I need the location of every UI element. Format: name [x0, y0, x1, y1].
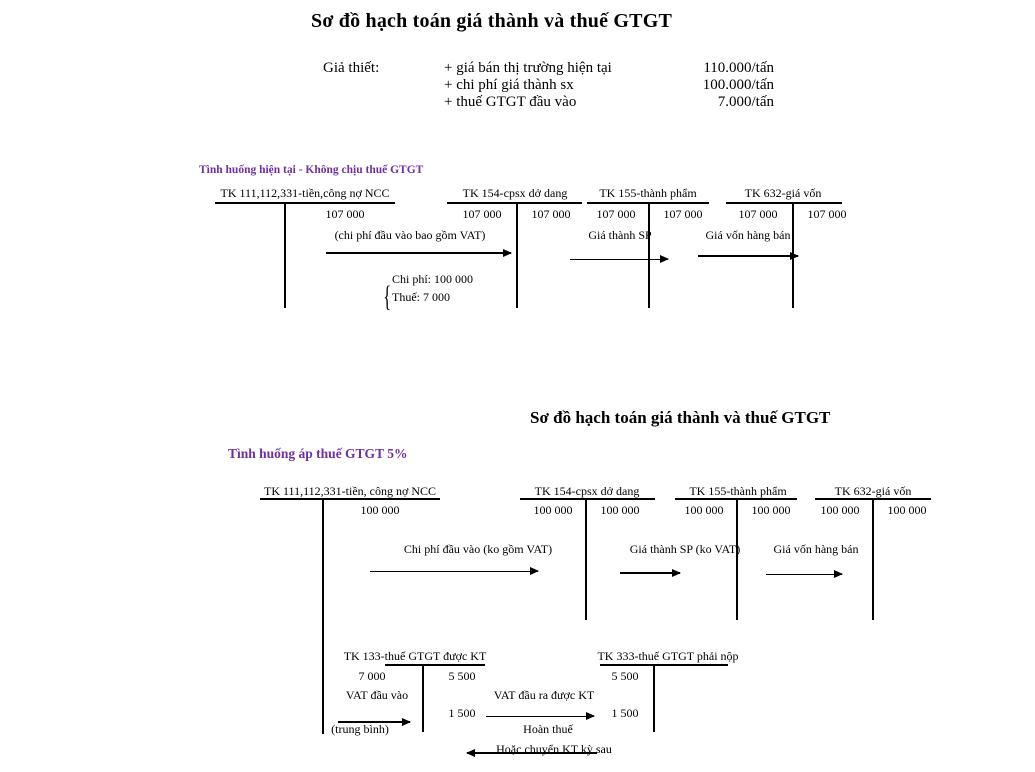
diagram2-tk133-note: (trung bình) [331, 722, 389, 736]
assumption-desc: + giá bán thị trường hiện tại [444, 60, 612, 76]
page-title-1: Sơ đồ hạch toán giá thành và thuế GTGT [311, 10, 672, 32]
diagram2-scenario-title: Tình huống áp thuế GTGT 5% [228, 446, 408, 461]
diagram1-account-label-tk154: TK 154-cpsx dở dang [462, 186, 568, 200]
assumption-amount: 110.000/tấn [703, 60, 774, 76]
diagram1-tk111-bar [215, 202, 395, 204]
diagram2-tk111-bar [260, 498, 440, 500]
diagram1-flow-caption-1: (chi phí đầu vào bao gồm VAT) [334, 228, 486, 242]
diagram2-account-label-tk154: TK 154-cpsx dở dang [534, 484, 640, 498]
diagram2-tk133-credit-top: 5 500 [448, 669, 476, 683]
diagram1-scenario-title: Tình huống hiện tại - Không chịu thuế GT… [199, 164, 424, 176]
diagram2-tk155-debit: 100 000 [684, 503, 724, 517]
diagram1-tk632-credit: 107 000 [807, 207, 847, 221]
diagram1-tk154-debit: 107 000 [462, 207, 502, 221]
diagram2-tk111-stem [322, 498, 324, 734]
diagram2-tk154-stem [585, 498, 587, 620]
diagram1-breakdown-tax: Thuế: 7 000 [392, 290, 450, 304]
diagram2-tk111-credit: 100 000 [360, 503, 400, 517]
diagram1-tk154-credit: 107 000 [531, 207, 571, 221]
diagram2-refund-arrow [467, 752, 597, 754]
diagram2-tk333-stem [653, 664, 655, 732]
diagram1-tk154-stem [516, 202, 518, 308]
diagram1-tk632-debit: 107 000 [738, 207, 778, 221]
diagram2-flow-arrow-2 [620, 572, 680, 574]
diagram1-breakdown-cost: Chi phí: 100 000 [392, 272, 474, 286]
diagram2-account-label-tk133: TK 133-thuế GTGT được KT [343, 649, 487, 663]
diagram2-account-label-tk333: TK 333-thuế GTGT phải nộp [597, 649, 739, 663]
assumption-row: + chi phí giá thành sx 100.000/tấn [444, 77, 774, 94]
diagram2-account-label-tk111: TK 111,112,331-tiền, công nợ NCC [264, 484, 436, 498]
assumption-desc: + chi phí giá thành sx [444, 77, 574, 93]
diagram2-flow-arrow-1 [370, 570, 538, 572]
diagram2-transfer-arrow [486, 715, 594, 717]
diagram2-tk133-credit-bottom: 1 500 [448, 706, 476, 720]
diagram1-account-label-tk111: TK 111,112,331-tiền,công nợ NCC [220, 186, 390, 200]
diagram2-tk333-debit-bottom: 1 500 [611, 706, 639, 720]
assumptions-rows: + giá bán thị trường hiện tại 110.000/tấ… [444, 60, 774, 111]
diagram1-flow-caption-2: Giá thành SP [588, 228, 652, 242]
diagram1-tk155-debit: 107 000 [596, 207, 636, 221]
diagram1-tk111-credit: 107 000 [325, 207, 365, 221]
diagram2-tk154-credit: 100 000 [600, 503, 640, 517]
diagram2-account-label-tk632: TK 632-giá vốn [834, 484, 912, 498]
diagram2-refund-caption-bottom: Hoặc chuyển KT kỳ sau [496, 742, 612, 756]
diagram1-breakdown-brace: { [383, 280, 392, 313]
diagram1-tk632-bar [726, 202, 842, 204]
diagram2-flow-arrow-3 [766, 573, 842, 575]
diagram2-flow-caption-1: Chi phí đầu vào (ko gồm VAT) [403, 542, 553, 556]
diagram1-tk155-stem [648, 202, 650, 308]
assumption-amount: 100.000/tấn [702, 77, 774, 93]
diagram2-tk154-bar [520, 498, 655, 500]
assumption-row: + thuế GTGT đầu vào 7.000/tấn [444, 94, 774, 111]
diagram1-tk111-stem [284, 202, 286, 308]
diagram1-flow-arrow-2 [570, 258, 668, 260]
diagram1-account-label-tk155: TK 155-thành phẩm [599, 186, 697, 200]
diagram2-tk155-credit: 100 000 [751, 503, 791, 517]
diagram2-tk155-stem [736, 498, 738, 620]
diagram2-flow-caption-3: Giá vốn hàng bán [773, 542, 859, 556]
diagram1-account-label-tk632: TK 632-giá vốn [744, 186, 822, 200]
page-title-2: Sơ đồ hạch toán giá thành và thuế GTGT [530, 408, 831, 427]
diagram2-tk133-caption: VAT đầu vào [345, 688, 409, 702]
diagram2-account-label-tk155: TK 155-thành phẩm [689, 484, 787, 498]
diagram2-vat-input-arrow [338, 721, 410, 723]
diagram2-tk632-stem [872, 498, 874, 620]
diagram2-tk632-credit: 100 000 [887, 503, 927, 517]
diagram1-tk154-bar [447, 202, 582, 204]
diagram1-tk155-credit: 107 000 [663, 207, 703, 221]
assumption-row: + giá bán thị trường hiện tại 110.000/tấ… [444, 60, 774, 77]
diagram2-transfer-caption: VAT đầu ra được KT [493, 688, 595, 702]
diagram2-tk333-bar [600, 664, 728, 666]
diagram2-refund-caption-top: Hoàn thuế [523, 722, 573, 736]
diagram2-tk333-debit-top: 5 500 [611, 669, 639, 683]
diagram2-tk632-debit: 100 000 [820, 503, 860, 517]
diagram1-flow-arrow-3 [698, 255, 798, 257]
diagram2-tk133-debit: 7 000 [358, 669, 386, 683]
diagram1-flow-caption-3: Giá vốn hàng bán [705, 228, 791, 242]
assumptions-label: Giả thiết: [323, 60, 380, 76]
assumption-amount: 7.000/tấn [717, 94, 774, 110]
diagram2-tk133-bar [385, 664, 485, 666]
diagram2-tk133-stem [422, 664, 424, 732]
diagram2-flow-caption-2: Giá thành SP (ko VAT) [629, 542, 741, 556]
assumption-desc: + thuế GTGT đầu vào [444, 94, 577, 110]
diagram1-flow-arrow-1 [326, 252, 511, 254]
diagram2-tk154-debit: 100 000 [533, 503, 573, 517]
assumptions-block: Giả thiết: [323, 60, 379, 77]
